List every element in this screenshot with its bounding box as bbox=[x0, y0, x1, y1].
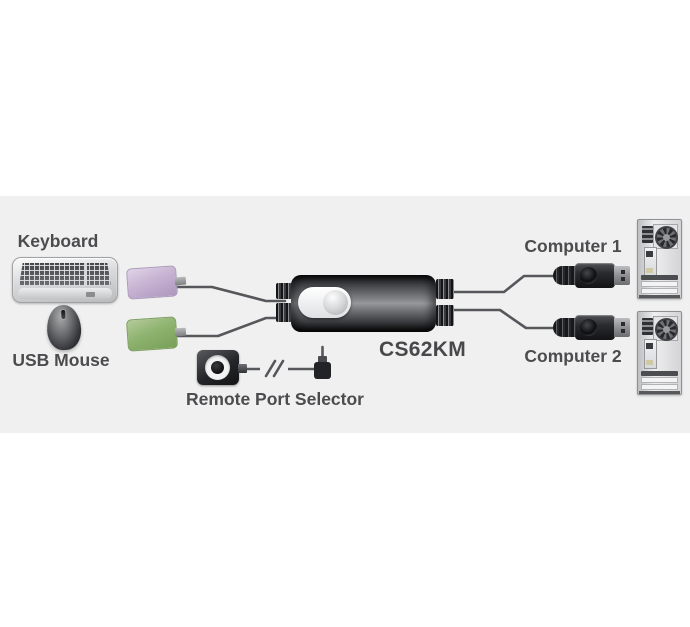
tower-expansion-slot bbox=[644, 339, 657, 369]
usb-plug-body bbox=[575, 315, 615, 340]
tower-slot-tab bbox=[646, 268, 653, 273]
tower-slot-tab bbox=[646, 360, 653, 365]
keyboard-icon bbox=[12, 257, 118, 303]
usb-strain-relief bbox=[553, 318, 579, 337]
remote-port-selector-icon bbox=[197, 350, 247, 385]
kvm-strain-relief-left-bottom bbox=[276, 303, 292, 322]
tower-psu-bar bbox=[641, 371, 678, 376]
usb-plug-computer-2-icon bbox=[553, 315, 630, 340]
tower-fan-hub bbox=[663, 234, 670, 241]
cable-break-slash-2 bbox=[272, 359, 285, 378]
usb-shell-hole bbox=[621, 322, 625, 326]
keyboard-keys-gap bbox=[85, 263, 87, 286]
model-label: CS62KM bbox=[379, 338, 466, 361]
computer-tower-2-icon bbox=[637, 311, 682, 395]
usb-plug-computer-1-icon bbox=[553, 263, 630, 288]
selector-button-center bbox=[211, 361, 224, 374]
computer-tower-1-icon bbox=[637, 219, 682, 299]
usb-plug-body bbox=[575, 263, 615, 288]
tower-slot-connector bbox=[646, 343, 653, 349]
tower-fan-icon bbox=[655, 226, 678, 249]
keyboard-keys bbox=[19, 263, 111, 286]
kvm-device-icon bbox=[291, 275, 436, 332]
kvm-strain-relief-right-top bbox=[436, 279, 454, 299]
tower-fan-housing bbox=[653, 224, 678, 249]
tower-slot-cover bbox=[641, 281, 678, 287]
tower-base bbox=[639, 391, 680, 394]
computer2-cable bbox=[449, 308, 560, 330]
usb-metal-shell bbox=[614, 266, 630, 285]
kvm-selector-ball bbox=[323, 290, 348, 315]
tower-base bbox=[639, 295, 680, 298]
tower-fan-icon bbox=[655, 318, 678, 341]
tower-io-ports bbox=[642, 318, 653, 335]
computer1-cable bbox=[449, 274, 560, 294]
usb-shell-hole bbox=[621, 329, 625, 333]
kvm-strain-relief-left-top bbox=[276, 283, 292, 299]
tower-expansion-slot bbox=[644, 247, 657, 277]
mouse-connector-stub bbox=[174, 327, 187, 337]
mouse-scroll-wheel bbox=[61, 309, 66, 320]
keyboard-connector-icon bbox=[125, 265, 187, 300]
usb-shell-hole bbox=[621, 270, 625, 274]
mouse-cable bbox=[174, 316, 287, 338]
audio-plug-barrel bbox=[318, 356, 327, 363]
usb-mouse-label: USB Mouse bbox=[12, 350, 110, 370]
keyboard-palm-rest bbox=[18, 288, 112, 299]
mouse-connector-icon bbox=[125, 316, 187, 352]
computer-2-label: Computer 2 bbox=[524, 346, 622, 366]
kvm-selector-slider bbox=[298, 287, 351, 318]
keyboard-logo bbox=[86, 292, 95, 297]
usb-strain-relief bbox=[553, 266, 579, 285]
tower-fan-housing bbox=[653, 316, 678, 341]
keyboard-cable bbox=[174, 285, 287, 303]
tower-fan-hub bbox=[663, 326, 670, 333]
tower-slot-cover bbox=[641, 384, 678, 390]
tower-slot-connector bbox=[646, 251, 653, 257]
cable-break-slash-1 bbox=[264, 359, 277, 378]
remote-port-selector-label: Remote Port Selector bbox=[186, 389, 364, 409]
usb-plug-emboss bbox=[580, 319, 597, 336]
usb-metal-shell bbox=[614, 318, 630, 337]
kvm-strain-relief-right-bottom bbox=[436, 305, 454, 326]
usb-plug-emboss bbox=[580, 267, 597, 284]
keyboard-connector-stub bbox=[174, 276, 187, 285]
usb-shell-hole bbox=[621, 277, 625, 281]
selector-button-ring bbox=[205, 355, 230, 380]
tower-psu-bar bbox=[641, 275, 678, 280]
tower-io-ports bbox=[642, 226, 653, 243]
tower-slot-cover bbox=[641, 288, 678, 294]
computer-1-label: Computer 1 bbox=[524, 236, 622, 256]
audio-plug-icon bbox=[314, 362, 331, 379]
tower-slot-cover bbox=[641, 377, 678, 383]
keyboard-label: Keyboard bbox=[17, 231, 99, 251]
selector-cable-stub bbox=[238, 364, 247, 373]
